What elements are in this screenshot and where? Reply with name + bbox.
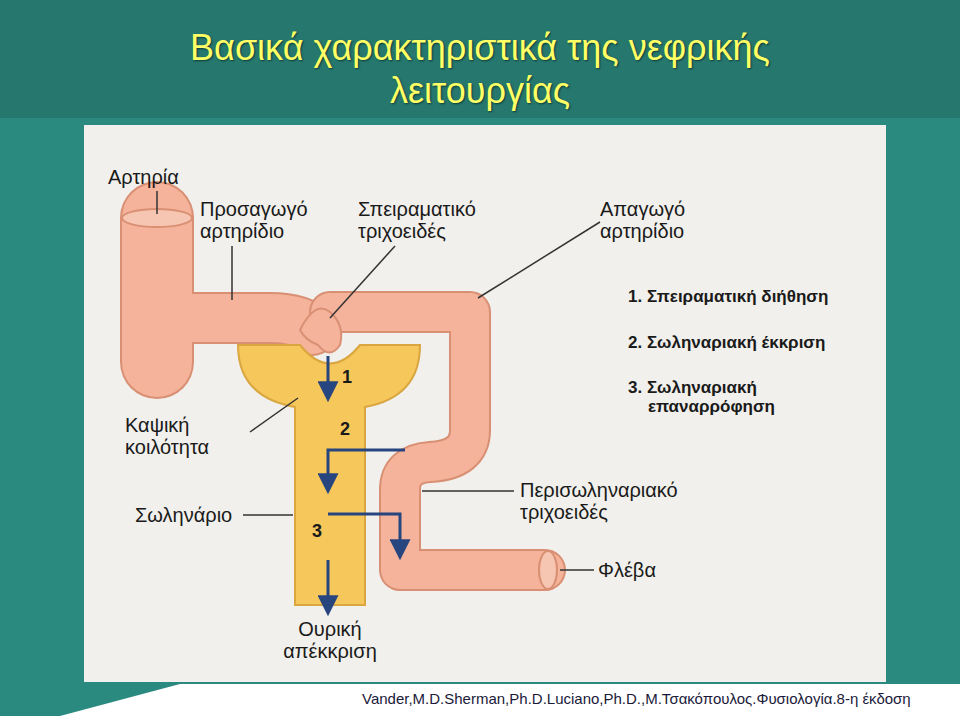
part-name: Καψική κοιλότητα — [125, 414, 255, 458]
citation: Vander,M.D.Sherman,Ph.D.Luciano,Ph.D.,M.… — [362, 691, 911, 708]
callout-number: 3 — [312, 522, 322, 542]
process-arrows — [328, 356, 405, 612]
process-key: 3. Σωληναριακή επαναρρόφηση — [628, 379, 848, 416]
callout-number: 1 — [342, 368, 352, 388]
callout-number: 2 — [340, 420, 350, 440]
part-name: Περισωληναριακό τριχοειδές — [520, 479, 740, 523]
part-name: Ουρική απέκκριση — [268, 618, 392, 662]
part-name: Φλέβα — [598, 559, 656, 581]
part-name: Απαγωγό αρτηρίδιο — [600, 198, 750, 242]
slide-title: Βασικά χαρακτηριστικά της νεφρικής λειτο… — [130, 26, 830, 112]
process-key: 1. Σπειραματική διήθηση — [628, 288, 848, 307]
part-name: Σωληνάριο — [135, 504, 232, 526]
footer-wedge — [0, 684, 180, 716]
footer-band — [0, 684, 960, 716]
part-name: Προσαγωγό αρτηρίδιο — [200, 198, 350, 242]
figure-panel — [84, 125, 886, 682]
glomerulus — [300, 309, 341, 353]
part-name: Αρτηρία — [108, 166, 179, 188]
part-name: Σπειραματικό τριχοειδές — [358, 198, 558, 242]
title-band — [0, 0, 960, 118]
process-key: 2. Σωληναριακή έκκριση — [628, 334, 848, 353]
